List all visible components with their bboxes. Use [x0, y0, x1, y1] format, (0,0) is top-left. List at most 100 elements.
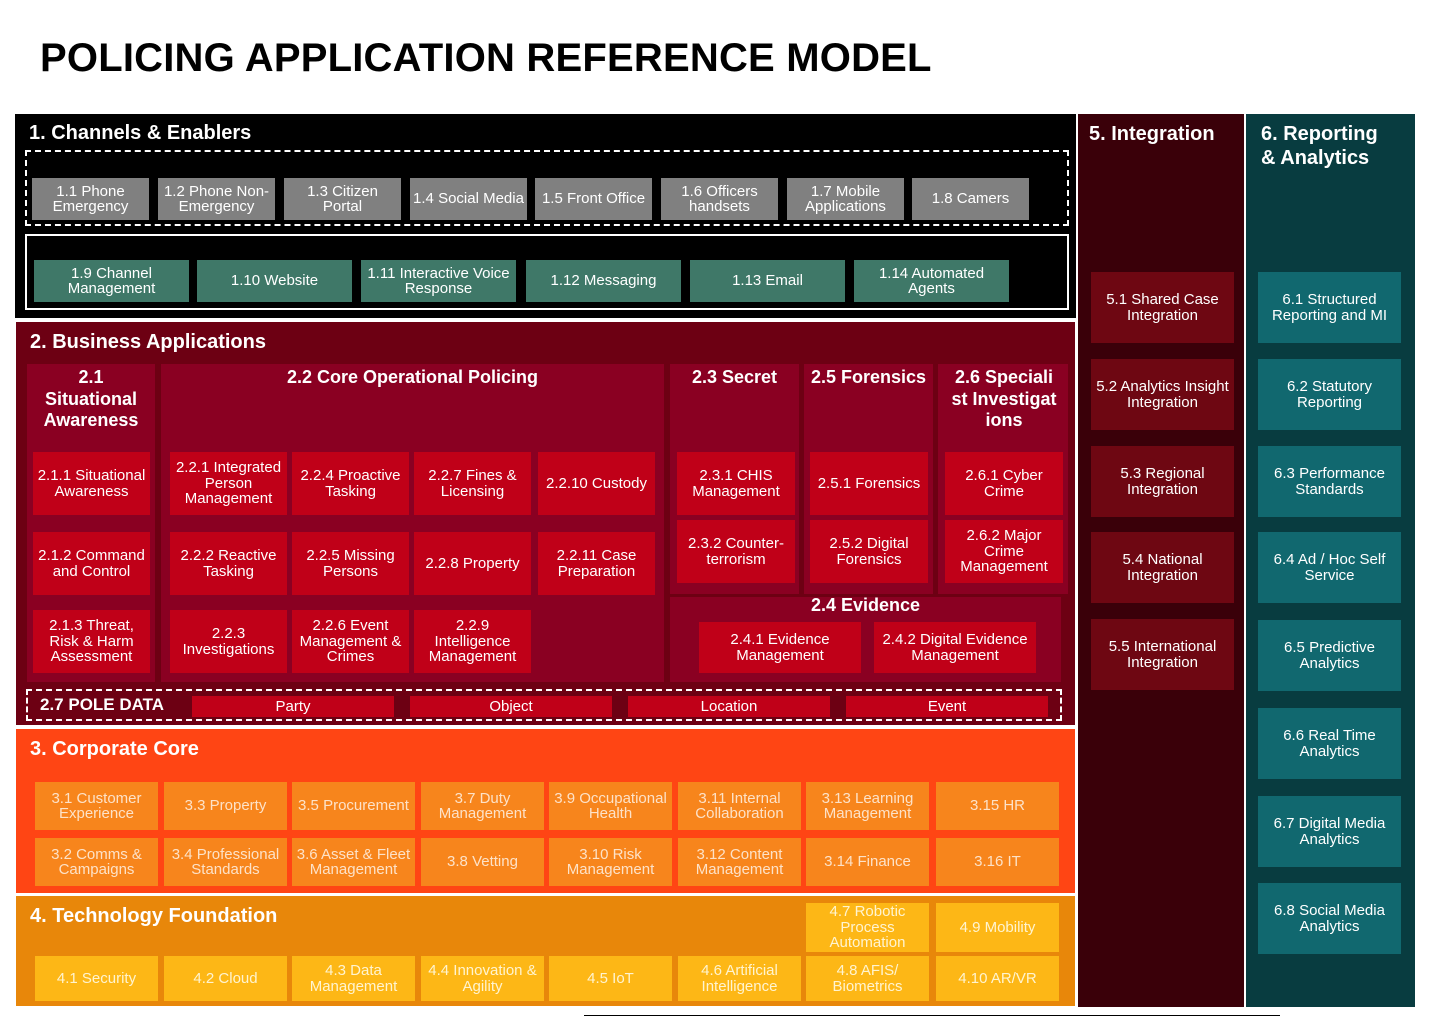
reporting-item-label: 6.2 Statutory Reporting: [1286, 378, 1373, 411]
technology-item[interactable]: 4.9 Mobility: [936, 903, 1059, 952]
integration-item-label: 5.4 National Integration: [1122, 551, 1203, 584]
corporate-item[interactable]: 3.16 IT: [936, 838, 1059, 886]
enabler-item[interactable]: 1.12 Messaging: [526, 260, 681, 302]
core-item[interactable]: 2.2.10 Custody: [538, 452, 655, 515]
technology-item[interactable]: 4.5 IoT: [549, 956, 672, 1001]
technology-item[interactable]: 4.10 AR/VR: [936, 956, 1059, 1001]
technology-item-label: 4.7 Robotic Process Automation: [829, 903, 906, 952]
reporting-item[interactable]: 6.8 Social Media Analytics: [1258, 883, 1401, 954]
core-item[interactable]: 2.2.2 Reactive Tasking: [170, 532, 287, 595]
technology-item[interactable]: 4.8 AFIS/ Biometrics: [806, 956, 929, 1001]
reporting-item[interactable]: 6.1 Structured Reporting and MI: [1258, 272, 1401, 343]
channel-item[interactable]: 1.6 Officers handsets: [661, 178, 778, 220]
technology-item[interactable]: 4.6 Artificial Intelligence: [678, 956, 801, 1001]
core-item[interactable]: 2.2.9 Intelligence Management: [414, 610, 531, 673]
evidence-item-label: 2.4.1 Evidence Management: [730, 631, 830, 664]
channel-item[interactable]: 1.1 Phone Emergency: [32, 178, 149, 220]
reporting-item[interactable]: 6.3 Performance Standards: [1258, 446, 1401, 517]
reporting-item[interactable]: 6.6 Real Time Analytics: [1258, 708, 1401, 779]
pole-item[interactable]: Object: [410, 696, 612, 717]
forensics-item[interactable]: 2.5.1 Forensics: [810, 452, 928, 515]
corporate-item[interactable]: 3.1 Customer Experience: [35, 782, 158, 830]
corporate-item[interactable]: 3.15 HR: [936, 782, 1059, 830]
evidence-item[interactable]: 2.4.1 Evidence Management: [699, 622, 861, 673]
corporate-item[interactable]: 3.3 Property: [164, 782, 287, 830]
channel-item[interactable]: 1.7 Mobile Applications: [787, 178, 904, 220]
core-item[interactable]: 2.2.6 Event Management & Crimes: [292, 610, 409, 673]
core-item[interactable]: 2.2.4 Proactive Tasking: [292, 452, 409, 515]
enabler-item[interactable]: 1.10 Website: [197, 260, 352, 302]
secret-item[interactable]: 2.3.1 CHIS Management: [677, 452, 795, 515]
pole-item[interactable]: Party: [192, 696, 394, 717]
channel-item[interactable]: 1.5 Front Office: [535, 178, 652, 220]
integration-item[interactable]: 5.2 Analytics Insight Integration: [1091, 359, 1234, 430]
technology-item[interactable]: 4.2 Cloud: [164, 956, 287, 1001]
forensics-item[interactable]: 2.5.2 Digital Forensics: [810, 520, 928, 583]
corporate-item[interactable]: 3.5 Procurement: [292, 782, 415, 830]
integration-item[interactable]: 5.4 National Integration: [1091, 532, 1234, 603]
integration-item[interactable]: 5.1 Shared Case Integration: [1091, 272, 1234, 343]
situational-item[interactable]: 2.1.1 Situational Awareness: [33, 452, 150, 515]
reporting-item[interactable]: 6.2 Statutory Reporting: [1258, 359, 1401, 430]
technology-item-label: 4.2 Cloud: [193, 969, 258, 987]
reporting-item-label: 6.1 Structured Reporting and MI: [1271, 291, 1388, 324]
corporate-item[interactable]: 3.6 Asset & Fleet Management: [292, 838, 415, 886]
reporting-item[interactable]: 6.4 Ad / Hoc Self Service: [1258, 532, 1401, 603]
channel-item[interactable]: 1.2 Phone Non-Emergency: [158, 178, 275, 220]
reporting-heading-line1: 6. Reporting: [1261, 123, 1378, 145]
core-item[interactable]: 2.2.3 Investigations: [170, 610, 287, 673]
corporate-item[interactable]: 3.11 Internal Collaboration: [678, 782, 801, 830]
corporate-item[interactable]: 3.8 Vetting: [421, 838, 544, 886]
corporate-item[interactable]: 3.14 Finance: [806, 838, 929, 886]
channel-item[interactable]: 1.4 Social Media: [410, 178, 527, 220]
corporate-item-label: 3.10 Risk Management: [566, 845, 655, 878]
reporting-heading-line2: & Analytics: [1261, 147, 1370, 169]
core-item[interactable]: 2.2.11 Case Preparation: [538, 532, 655, 595]
situational-item[interactable]: 2.1.3 Threat, Risk & Harm Assessment: [33, 610, 150, 673]
technology-item[interactable]: 4.1 Security: [35, 956, 158, 1001]
reporting-item[interactable]: 6.7 Digital Media Analytics: [1258, 796, 1401, 867]
corporate-item-label: 3.16 IT: [974, 853, 1021, 871]
corporate-item[interactable]: 3.9 Occupational Health: [549, 782, 672, 830]
pole-item[interactable]: Location: [628, 696, 830, 717]
secret-item-label: 2.3.1 CHIS Management: [692, 467, 780, 500]
technology-item[interactable]: 4.4 Innovation & Agility: [421, 956, 544, 1001]
integration-item-label: 5.1 Shared Case Integration: [1106, 291, 1219, 324]
enabler-item[interactable]: 1.14 Automated Agents: [854, 260, 1009, 302]
situational-item[interactable]: 2.1.2 Command and Control: [33, 532, 150, 595]
channel-item[interactable]: 1.3 Citizen Portal: [284, 178, 401, 220]
technology-item[interactable]: 4.3 Data Management: [292, 956, 415, 1001]
secret-item[interactable]: 2.3.2 Counter-terrorism: [677, 520, 795, 583]
channel-item[interactable]: 1.8 Camers: [912, 178, 1029, 220]
core-item[interactable]: 2.2.8 Property: [414, 532, 531, 595]
pole-item[interactable]: Event: [846, 696, 1048, 717]
technology-item[interactable]: 4.7 Robotic Process Automation: [806, 903, 929, 952]
corporate-item[interactable]: 3.4 Professional Standards: [164, 838, 287, 886]
corporate-item[interactable]: 3.2 Comms & Campaigns: [35, 838, 158, 886]
specialist-item[interactable]: 2.6.2 Major Crime Management: [945, 520, 1063, 583]
secret-heading: 2.3 Secret: [691, 367, 778, 387]
enabler-item[interactable]: 1.9 Channel Management: [34, 260, 189, 302]
corporate-item[interactable]: 3.10 Risk Management: [549, 838, 672, 886]
pole-item-label: Location: [700, 697, 758, 715]
evidence-item[interactable]: 2.4.2 Digital Evidence Management: [874, 622, 1036, 673]
reporting-item[interactable]: 6.5 Predictive Analytics: [1258, 620, 1401, 691]
enabler-item[interactable]: 1.11 Interactive Voice Response: [361, 260, 516, 302]
integration-item[interactable]: 5.5 International Integration: [1091, 619, 1234, 690]
core-item[interactable]: 2.2.1 Integrated Person Management: [170, 452, 287, 515]
corporate-item[interactable]: 3.7 Duty Management: [421, 782, 544, 830]
pole-item-label: Event: [927, 697, 967, 715]
integration-item-label: 5.2 Analytics Insight Integration: [1096, 378, 1229, 411]
integration-item[interactable]: 5.3 Regional Integration: [1091, 446, 1234, 517]
core-item[interactable]: 2.2.5 Missing Persons: [292, 532, 409, 595]
corporate-item-label: 3.14 Finance: [824, 853, 911, 871]
forensics-heading: 2.5 Forensics: [810, 367, 927, 387]
corporate-item[interactable]: 3.13 Learning Management: [806, 782, 929, 830]
enabler-item[interactable]: 1.13 Email: [690, 260, 845, 302]
enabler-item-label: 1.11 Interactive Voice Response: [367, 264, 510, 297]
corporate-item[interactable]: 3.12 Content Management: [678, 838, 801, 886]
specialist-item[interactable]: 2.6.1 Cyber Crime: [945, 452, 1063, 515]
corporate-item-label: 3.15 HR: [969, 797, 1026, 815]
core-item[interactable]: 2.2.7 Fines & Licensing: [414, 452, 531, 515]
channels-front-group: [25, 150, 1069, 226]
